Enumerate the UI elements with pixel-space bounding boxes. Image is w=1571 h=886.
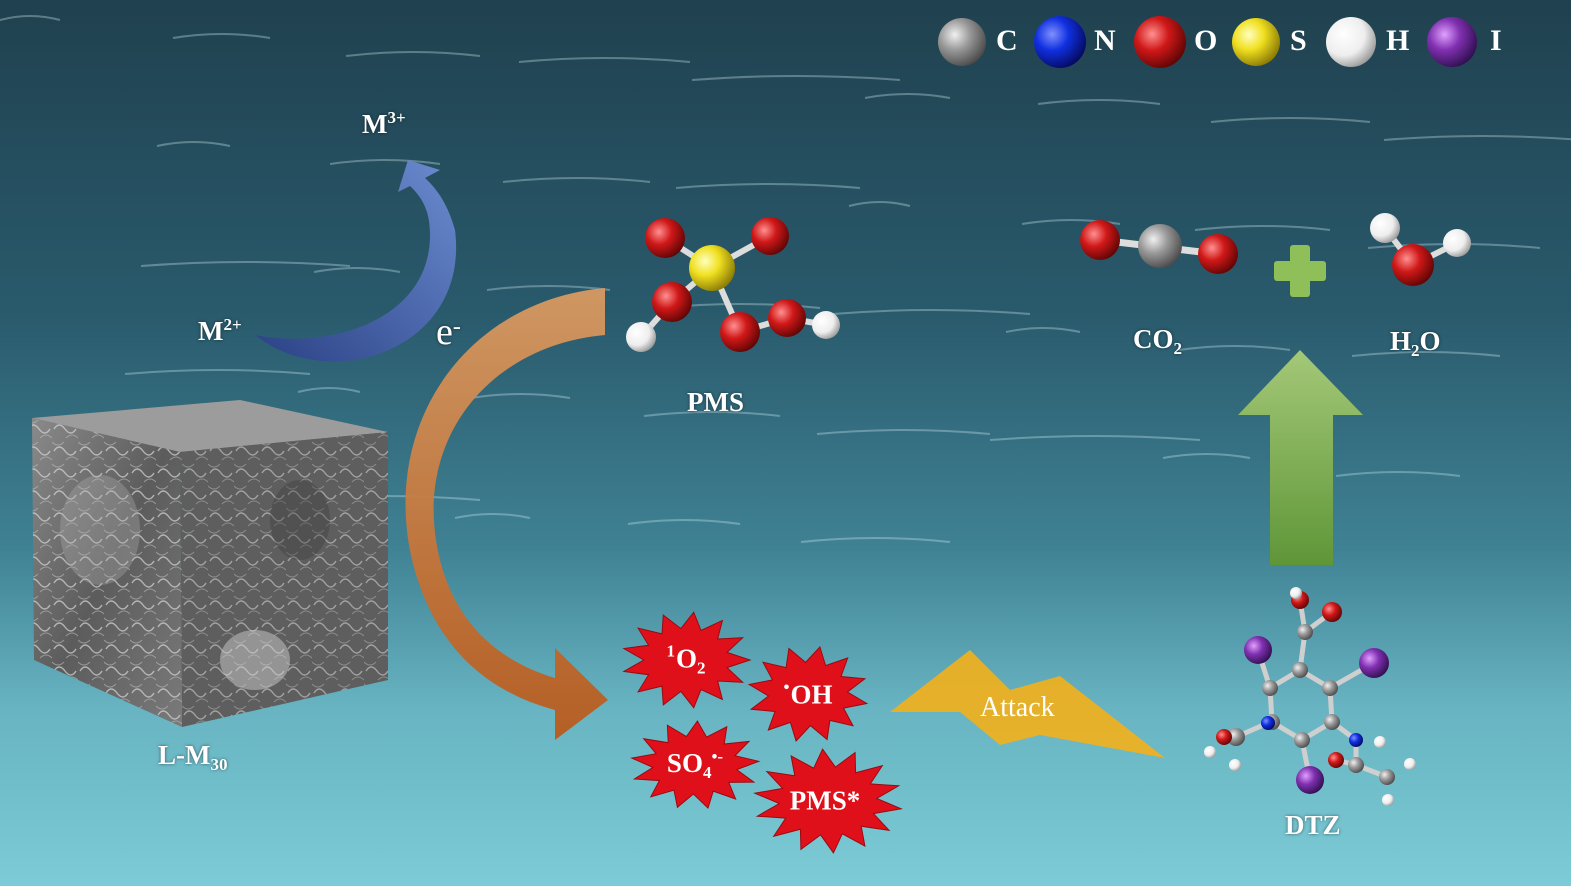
water-ripple (989, 435, 1201, 441)
water-ripple (0, 15, 61, 21)
attack-label: Attack (980, 692, 1055, 723)
sulfate-radical-label: SO4•- (666, 747, 724, 782)
legend-label-sulfur: S (1290, 24, 1307, 57)
h2o-molecule (1370, 213, 1471, 286)
water-ripple (1178, 345, 1291, 351)
h2o-label: H2O (1390, 326, 1441, 360)
hydroxyl-radical-burst (747, 646, 869, 742)
legend-label-carbon: C (996, 24, 1018, 57)
water-ripple (1037, 99, 1161, 105)
legend (938, 16, 1477, 68)
legend-label-nitrogen: N (1094, 24, 1116, 57)
water-ripple (1351, 351, 1501, 357)
legend-sulfur-ball (1232, 18, 1280, 66)
pms-star-burst (753, 748, 903, 854)
mineralization-arrow (1238, 350, 1363, 565)
m2-label: M2+ (198, 315, 242, 346)
legend-label-hydrogen: H (1386, 24, 1410, 57)
water-ripple (345, 51, 481, 57)
water-ripple (329, 159, 441, 165)
water-ripple (675, 183, 861, 189)
water-ripple (297, 387, 361, 393)
legend-carbon-ball (938, 18, 986, 66)
pms-star-label: PMS* (789, 785, 861, 816)
activation-arrow (405, 288, 608, 740)
co2-label: CO2 (1133, 324, 1182, 358)
water-ripple (454, 513, 531, 519)
water-ripple (832, 309, 1031, 315)
water-ripple (1194, 225, 1331, 231)
water-ripple (313, 267, 401, 273)
water-ripple (518, 57, 691, 63)
water-ripple (864, 93, 951, 99)
water-ripple (124, 369, 311, 375)
legend-oxygen-ball (1134, 16, 1186, 68)
catalyst-label: L-M30 (158, 740, 228, 774)
water-ripple (816, 429, 991, 435)
water-ripple (486, 285, 611, 291)
plus-icon (1274, 245, 1326, 297)
water-ripple (848, 201, 911, 207)
water-ripple (470, 393, 571, 399)
water-ripple (1383, 135, 1571, 141)
water-ripple (691, 75, 901, 81)
legend-label-oxygen: O (1194, 24, 1218, 57)
electron-label: e- (436, 311, 461, 353)
water-ripple (1021, 219, 1121, 225)
hydroxyl-radical-label: •OH (783, 677, 833, 710)
singlet-oxygen-label: 1O2 (666, 641, 706, 678)
legend-hydrogen-ball (1326, 17, 1376, 67)
water-ripple (1162, 453, 1251, 459)
dtz-molecule (1204, 587, 1416, 806)
legend-label-iodine: I (1490, 24, 1502, 57)
water-ripple (1005, 327, 1081, 333)
singlet-oxygen-burst (622, 611, 752, 709)
water-ripple (140, 261, 351, 267)
water-ripple (156, 141, 231, 147)
legend-iodine-ball (1427, 17, 1477, 67)
pms-label: PMS (687, 387, 744, 417)
attack-bolt-icon (890, 650, 1165, 758)
co2-molecule (1080, 220, 1238, 274)
water-ripple (1335, 471, 1461, 477)
sulfate-radical-burst (630, 720, 761, 810)
legend-nitrogen-ball (1034, 16, 1086, 68)
water-ripple (643, 411, 781, 417)
water-ripple (627, 519, 741, 525)
water-ripple (502, 177, 651, 183)
m3-label: M3+ (362, 108, 406, 139)
dtz-label: DTZ (1285, 810, 1341, 840)
water-ripple (172, 33, 271, 39)
pms-molecule (626, 217, 840, 352)
water-ripple (800, 537, 951, 543)
reactive-species (622, 611, 903, 854)
water-ripple (1210, 117, 1371, 123)
redox-arrow (255, 160, 457, 362)
catalyst-cube (32, 400, 388, 727)
